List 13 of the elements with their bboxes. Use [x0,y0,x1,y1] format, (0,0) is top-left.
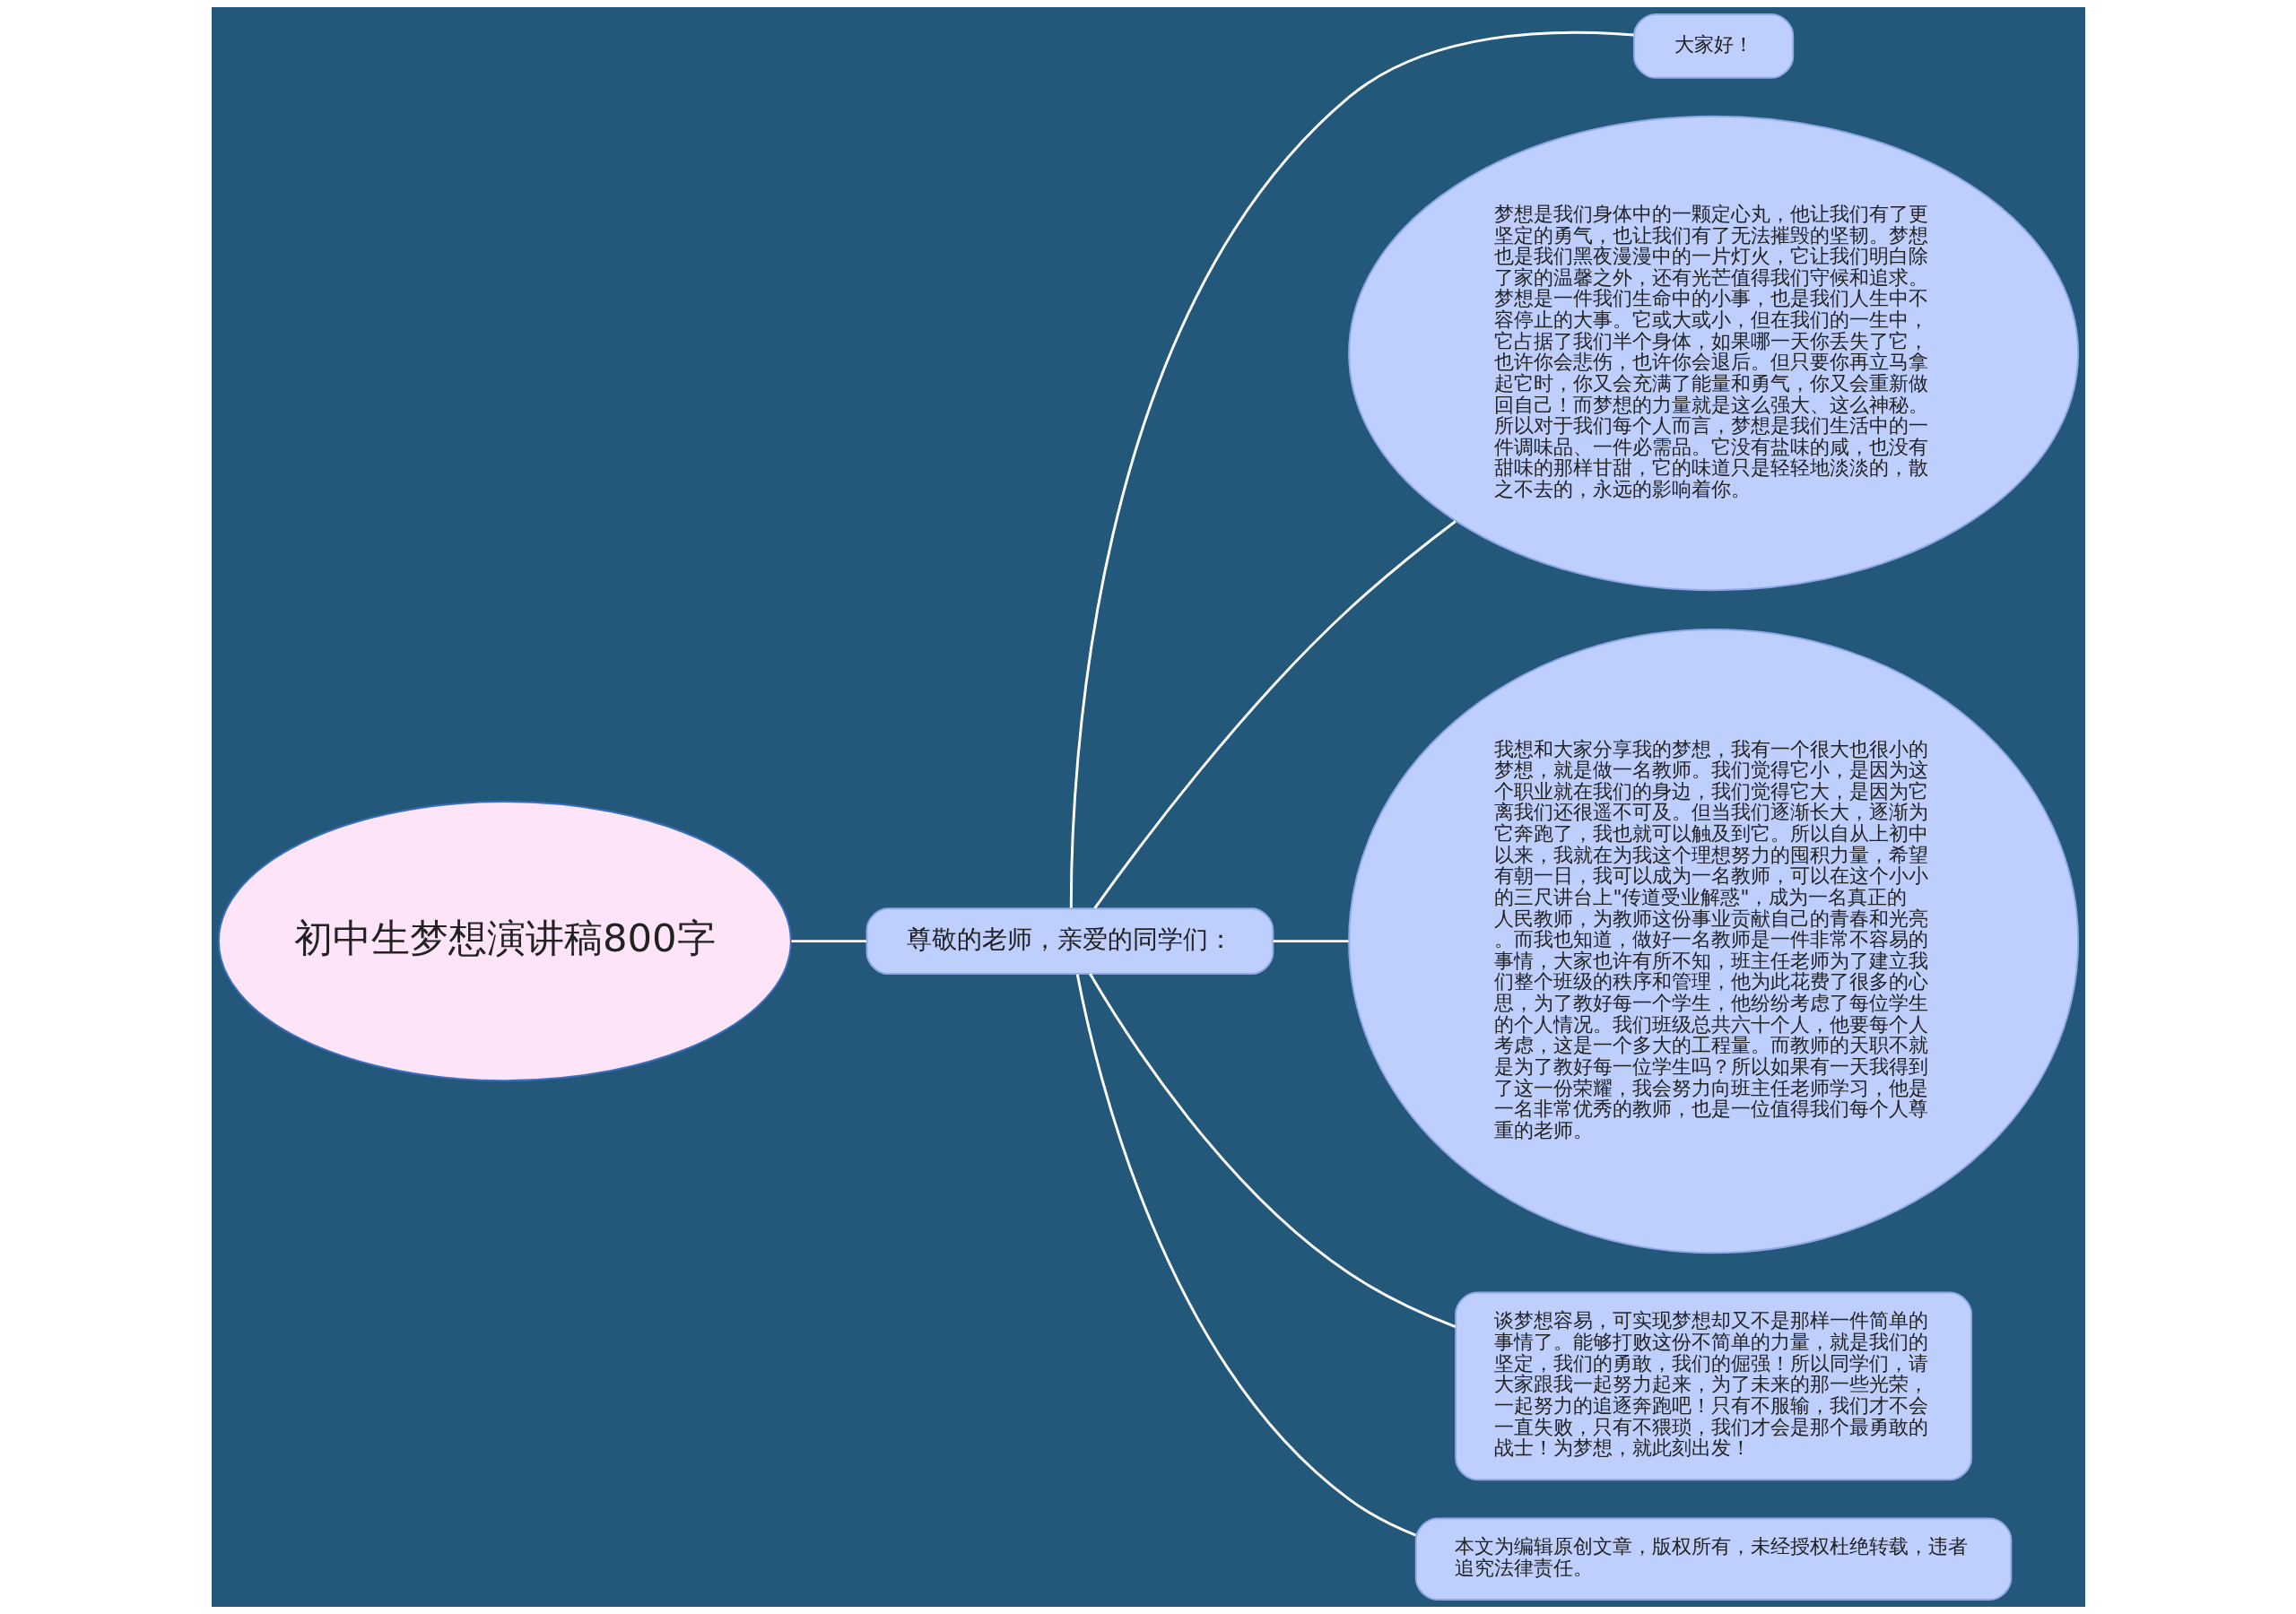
connector [1069,30,1634,908]
connector [1273,940,1348,943]
node-box: 谈梦想容易，可实现梦想却又不是那样一件简单的事情了。能够打败这份不简单的力量，就是我们的坚定，我们的勇敢，我们的倔强！所以同学们，请大家跟我一起努力起来，为了未来的那一些光荣，一起努力的追逐奔跑吧！只有不服输，我们才不会一直失败，只有不猥琐，我们才会是那个最勇敢的战士！为梦想，就此刻出发！ [1454,1291,1972,1481]
connector [1088,973,1456,1328]
node-box: 尊敬的老师，亲爱的同学们： [865,907,1274,976]
node-ellipse: 初中生梦想演讲稿800字 [217,801,792,1082]
connector [1092,520,1457,909]
node-box: 本文为编辑原创文章，版权所有，未经授权杜绝转载，违者追究法律责任。 [1414,1517,2012,1601]
node-box: 大家好！ [1632,13,1794,79]
node-ellipse: 梦想是我们身体中的一颗定心丸，他让我们有了更坚定的勇气，也让我们有了无法摧毁的坚韧。梦想也是我们黑夜漫漫中的一片灯火，它让我们明白除了家的温馨之外，还有光芒值得我们守候和追求。梦想是一件我们生命中的小事，也是我们人生中不容停止的大事。它或大或小，但在我们的一生中，它占据了我们半个身体，如果哪一天你丢失了它，也许你会悲伤，也许你会退后。但只要你再立马拿起它时，你又会充满了能量和勇气，你又会重新做回自己！而梦想的力量就是这么强大、这么神秘。所以对于我们每个人而言，梦想是我们生活中的一件调味品、一件必需品。它没有盐味的咸，也没有甜味的那样甘甜，它的味道只是轻轻地淡淡的，散之不去的，永远的影响着你。 [1347,115,2079,592]
connector [1075,974,1416,1537]
connector [791,940,866,943]
node-ellipse: 我想和大家分享我的梦想，我有一个很大也很小的梦想，就是做一名教师。我们觉得它小，是因为这个职业就在我们的身边，我们觉得它大，是因为它离我们还很遥不可及。但当我们逐渐长大，逐渐为它奔跑了，我也就可以触及到它。所以自从上初中以来，我就在为我这个理想努力的囤积力量，希望有朝一日，我可以成为一名教师，可以在这个小小的三尺讲台上"传道受业解惑"，成为一名真正的人民教师，为教师这份事业贡献自己的青春和光亮。而我也知道，做好一名教师是一件非常不容易的事情，大家也许有所不知，班主任老师为了建立我们整个班级的秩序和管理，他为此花费了很多的心思，为了教好每一个学生，他纷纷考虑了每位学生的个人情况。我们班级总共六十个人，他要每个人考虑，这是一个多大的工程量。而教师的天职不就是为了教好每一位学生吗？所以如果有一天我得到了这一份荣耀，我会努力向班主任老师学习，他是一名非常优秀的教师，也是一位值得我们每个人尊重的老师。 [1347,629,2079,1254]
